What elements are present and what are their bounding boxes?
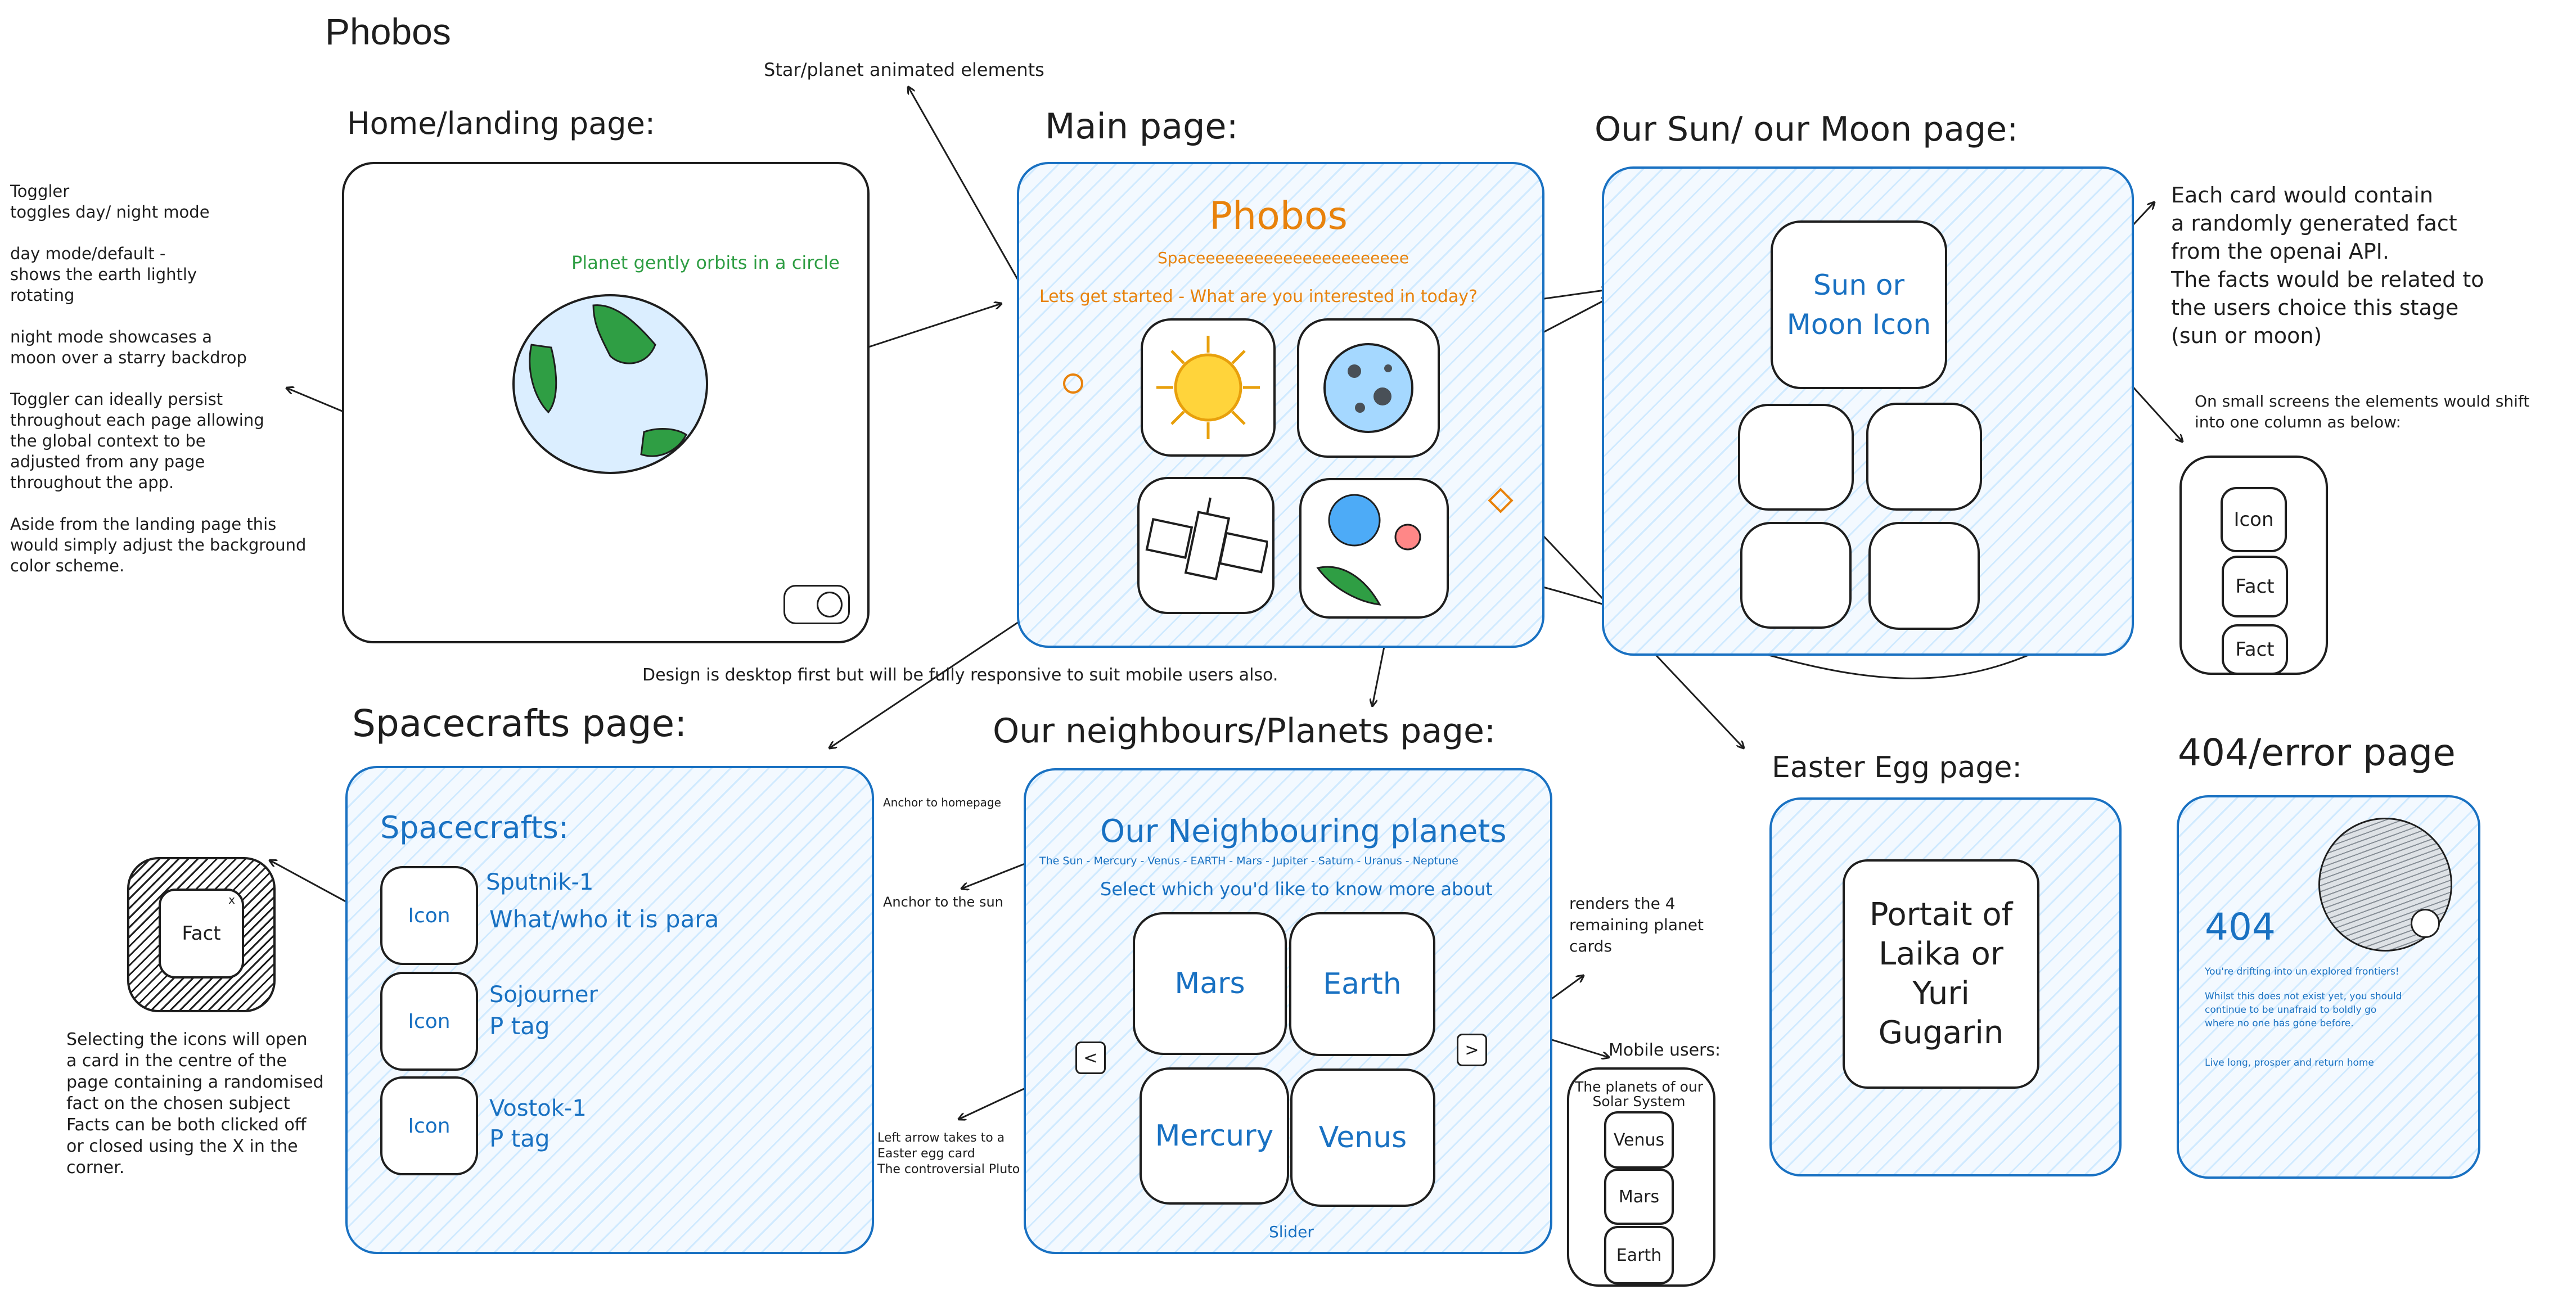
neighbours-nav[interactable]: The Sun - Mercury - Venus - EARTH - Mars… [1039, 855, 1458, 867]
note-star-elements: Star/planet animated elements [764, 59, 1044, 80]
error-line-2: Whilst this does not exist yet, you shou… [2205, 991, 2402, 1029]
mobile-planet-earth[interactable]: Earth [1604, 1226, 1674, 1284]
fact-card-4[interactable] [1868, 522, 1980, 630]
mobile-icon-card[interactable]: Icon [2221, 487, 2287, 552]
heading-easter: Easter Egg page: [1772, 751, 2022, 784]
satellite-icon [1145, 497, 1268, 580]
fact-card-1[interactable] [1738, 404, 1854, 511]
note-left-arrow: Left arrow takes to a Easter egg card Th… [877, 1131, 1020, 1176]
heading-main: Main page: [1045, 106, 1239, 147]
planet-card-venus[interactable]: Venus [1290, 1068, 1435, 1207]
neighbours-prompt: Select which you'd like to know more abo… [1100, 878, 1493, 900]
spacecraft-icon-3[interactable]: Icon [380, 1076, 478, 1175]
planet-card-mars[interactable]: Mars [1133, 912, 1287, 1055]
error-line-3[interactable]: Live long, prosper and return home [2205, 1057, 2374, 1068]
planet-card-earth[interactable]: Earth [1289, 912, 1435, 1056]
spacecraft-icon-2[interactable]: Icon [380, 972, 478, 1071]
note-selecting-icons: Selecting the icons will open a card in … [66, 1030, 324, 1178]
sun-card[interactable] [1141, 318, 1276, 457]
main-subheading: Spaceeeeeeeeeeeeeeeeeeeeee [1158, 249, 1409, 267]
mobile-planet-mars[interactable]: Mars [1604, 1169, 1674, 1225]
planets-card[interactable] [1299, 478, 1449, 619]
sun-icon [1156, 336, 1260, 439]
spacecraft-name-3: Vostok-1 [489, 1095, 587, 1121]
spacecraft-name-1: Sputnik-1 [486, 869, 594, 895]
prev-arrow-button[interactable]: < [1075, 1041, 1106, 1074]
fact-popup-close[interactable]: x [228, 893, 235, 907]
orbit-note: Planet gently orbits in a circle [571, 252, 840, 273]
heading-error: 404/error page [2178, 731, 2456, 774]
moon-card[interactable] [1297, 318, 1440, 458]
slider-label: Slider [1269, 1223, 1314, 1241]
neighbours-heading: Our Neighbouring planets [1100, 813, 1507, 850]
planets-icon [1316, 494, 1421, 606]
planet-card-mercury[interactable]: Mercury [1140, 1067, 1289, 1205]
error-line-1: You're drifting into un explored frontie… [2205, 966, 2399, 977]
spacecraft-icon-1[interactable]: Icon [380, 866, 478, 965]
note-renders-four: renders the 4 remaining planet cards [1569, 894, 1704, 955]
spacecraft-desc-1: What/who it is para [489, 905, 719, 933]
main-heading: Phobos [1209, 194, 1348, 238]
spacecrafts-heading: Spacecrafts: [380, 810, 569, 845]
error-code: 404 [2205, 905, 2276, 949]
note-mobile-users: Mobile users: [1609, 1040, 1721, 1060]
note-toggler: Toggler toggles day/ night mode day mode… [10, 182, 307, 575]
main-prompt: Lets get started - What are you interest… [1039, 287, 1478, 306]
note-desktop-first: Design is desktop first but will be full… [642, 665, 1278, 685]
note-small-screens: On small screens the elements would shif… [2195, 392, 2530, 431]
main-wireframe [1017, 162, 1544, 648]
satellite-card[interactable] [1137, 477, 1275, 614]
sun-moon-icon-card[interactable]: Sun or Moon Icon [1771, 220, 1947, 389]
page-title: Phobos [325, 11, 451, 52]
fact-popup-label: Fact [182, 922, 221, 945]
day-night-toggle[interactable] [783, 585, 850, 624]
earth-globe [509, 291, 711, 477]
mobile-planets-title: The planets of our Solar System [1574, 1079, 1704, 1110]
moon-icon [1323, 343, 1413, 433]
heading-home: Home/landing page: [347, 106, 655, 141]
easter-portrait-card[interactable]: Portait of Laika or Yuri Gugarin [1843, 859, 2039, 1089]
error-moon-icon [2411, 909, 2440, 938]
mobile-planet-venus[interactable]: Venus [1604, 1111, 1674, 1169]
note-card-fact: Each card would contain a randomly gener… [2171, 183, 2484, 348]
mobile-fact-card-1[interactable]: Fact [2222, 556, 2288, 617]
star-element-left [1063, 373, 1083, 394]
heading-neighbours: Our neighbours/Planets page: [993, 711, 1496, 751]
spacecraft-desc-3: P tag [489, 1125, 550, 1152]
spacecraft-name-2: Sojourner [489, 982, 598, 1008]
fact-popup-card[interactable]: Fact x [159, 889, 244, 979]
note-anchor-home: Anchor to homepage [883, 796, 1001, 809]
fact-card-2[interactable] [1866, 403, 1982, 511]
mobile-fact-card-2[interactable]: Fact [2222, 624, 2288, 675]
arrow-small-screens [2128, 381, 2182, 441]
spacecraft-desc-2: P tag [489, 1012, 550, 1040]
note-anchor-sun: Anchor to the sun [883, 894, 1003, 910]
next-arrow-button[interactable]: > [1457, 1034, 1487, 1066]
heading-spacecrafts: Spacecrafts page: [352, 702, 687, 745]
heading-sun-moon: Our Sun/ our Moon page: [1595, 110, 2019, 149]
fact-card-3[interactable] [1740, 522, 1852, 629]
fact-popup: Fact x [127, 857, 276, 1012]
